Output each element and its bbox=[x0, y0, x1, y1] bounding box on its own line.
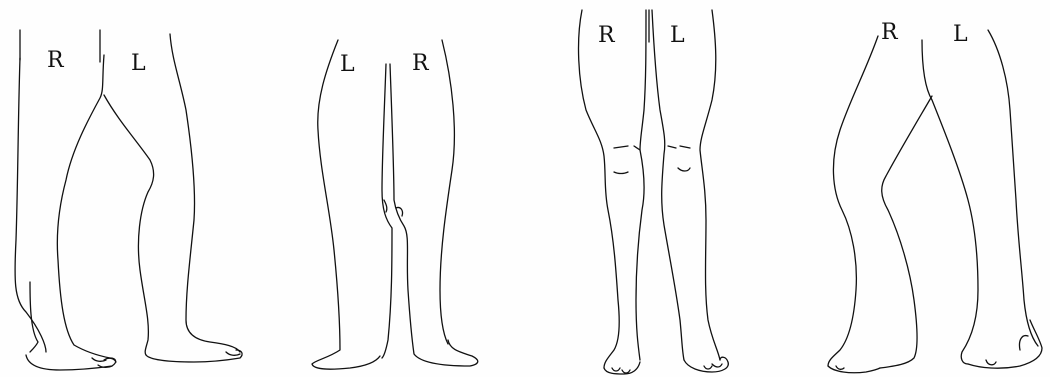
view-3-label-second: L bbox=[670, 25, 685, 47]
view-2-left-leg-outer-edge bbox=[312, 40, 380, 369]
view-2-knee-crease bbox=[384, 200, 403, 216]
view-4-label-second: L bbox=[953, 24, 968, 46]
view-3-right-leg-outer-edge bbox=[579, 10, 620, 368]
view-3-outline bbox=[579, 10, 729, 374]
view-2-right-leg-inner-edge bbox=[390, 64, 478, 366]
view-4-right-foot bbox=[828, 366, 880, 373]
view-4-left-foot bbox=[968, 320, 1042, 368]
view-4-outline bbox=[828, 30, 1042, 373]
view-2-outline bbox=[312, 40, 478, 369]
view-1-right-toes bbox=[92, 358, 116, 367]
view-2-right-leg-outer-edge bbox=[440, 40, 454, 344]
view-3-left-knee-cap bbox=[668, 146, 690, 171]
view-3-right-knee-cap bbox=[614, 146, 640, 174]
view-4-left-leg-front-edge bbox=[922, 40, 978, 364]
view-4-left-leg-back-edge bbox=[988, 30, 1038, 346]
view-1-left-foot bbox=[146, 350, 242, 362]
view-1-label-second: L bbox=[131, 53, 146, 75]
view-3-left-leg-inner-edge bbox=[652, 10, 684, 360]
view-1-left-leg-back-edge bbox=[170, 34, 240, 352]
view-1-right-leg-back-edge bbox=[57, 55, 110, 358]
view-1-label-first: R bbox=[47, 50, 64, 72]
view-3-label-first: R bbox=[598, 25, 615, 47]
view-4-right-leg-front-edge bbox=[828, 36, 878, 366]
view-4-right-leg-back-edge bbox=[880, 96, 932, 368]
view-2-label-first: L bbox=[340, 54, 355, 76]
view-3-left-foot bbox=[684, 357, 728, 372]
view-1-outline bbox=[15, 30, 242, 370]
view-4-label-first: R bbox=[881, 22, 898, 44]
view-3-right-foot bbox=[604, 362, 640, 374]
view-3-right-leg-inner-edge bbox=[636, 10, 646, 360]
view-2-label-second: R bbox=[412, 53, 429, 75]
view-1-left-leg-front-edge bbox=[104, 95, 154, 355]
view-3-left-leg-outer-edge bbox=[700, 10, 720, 360]
